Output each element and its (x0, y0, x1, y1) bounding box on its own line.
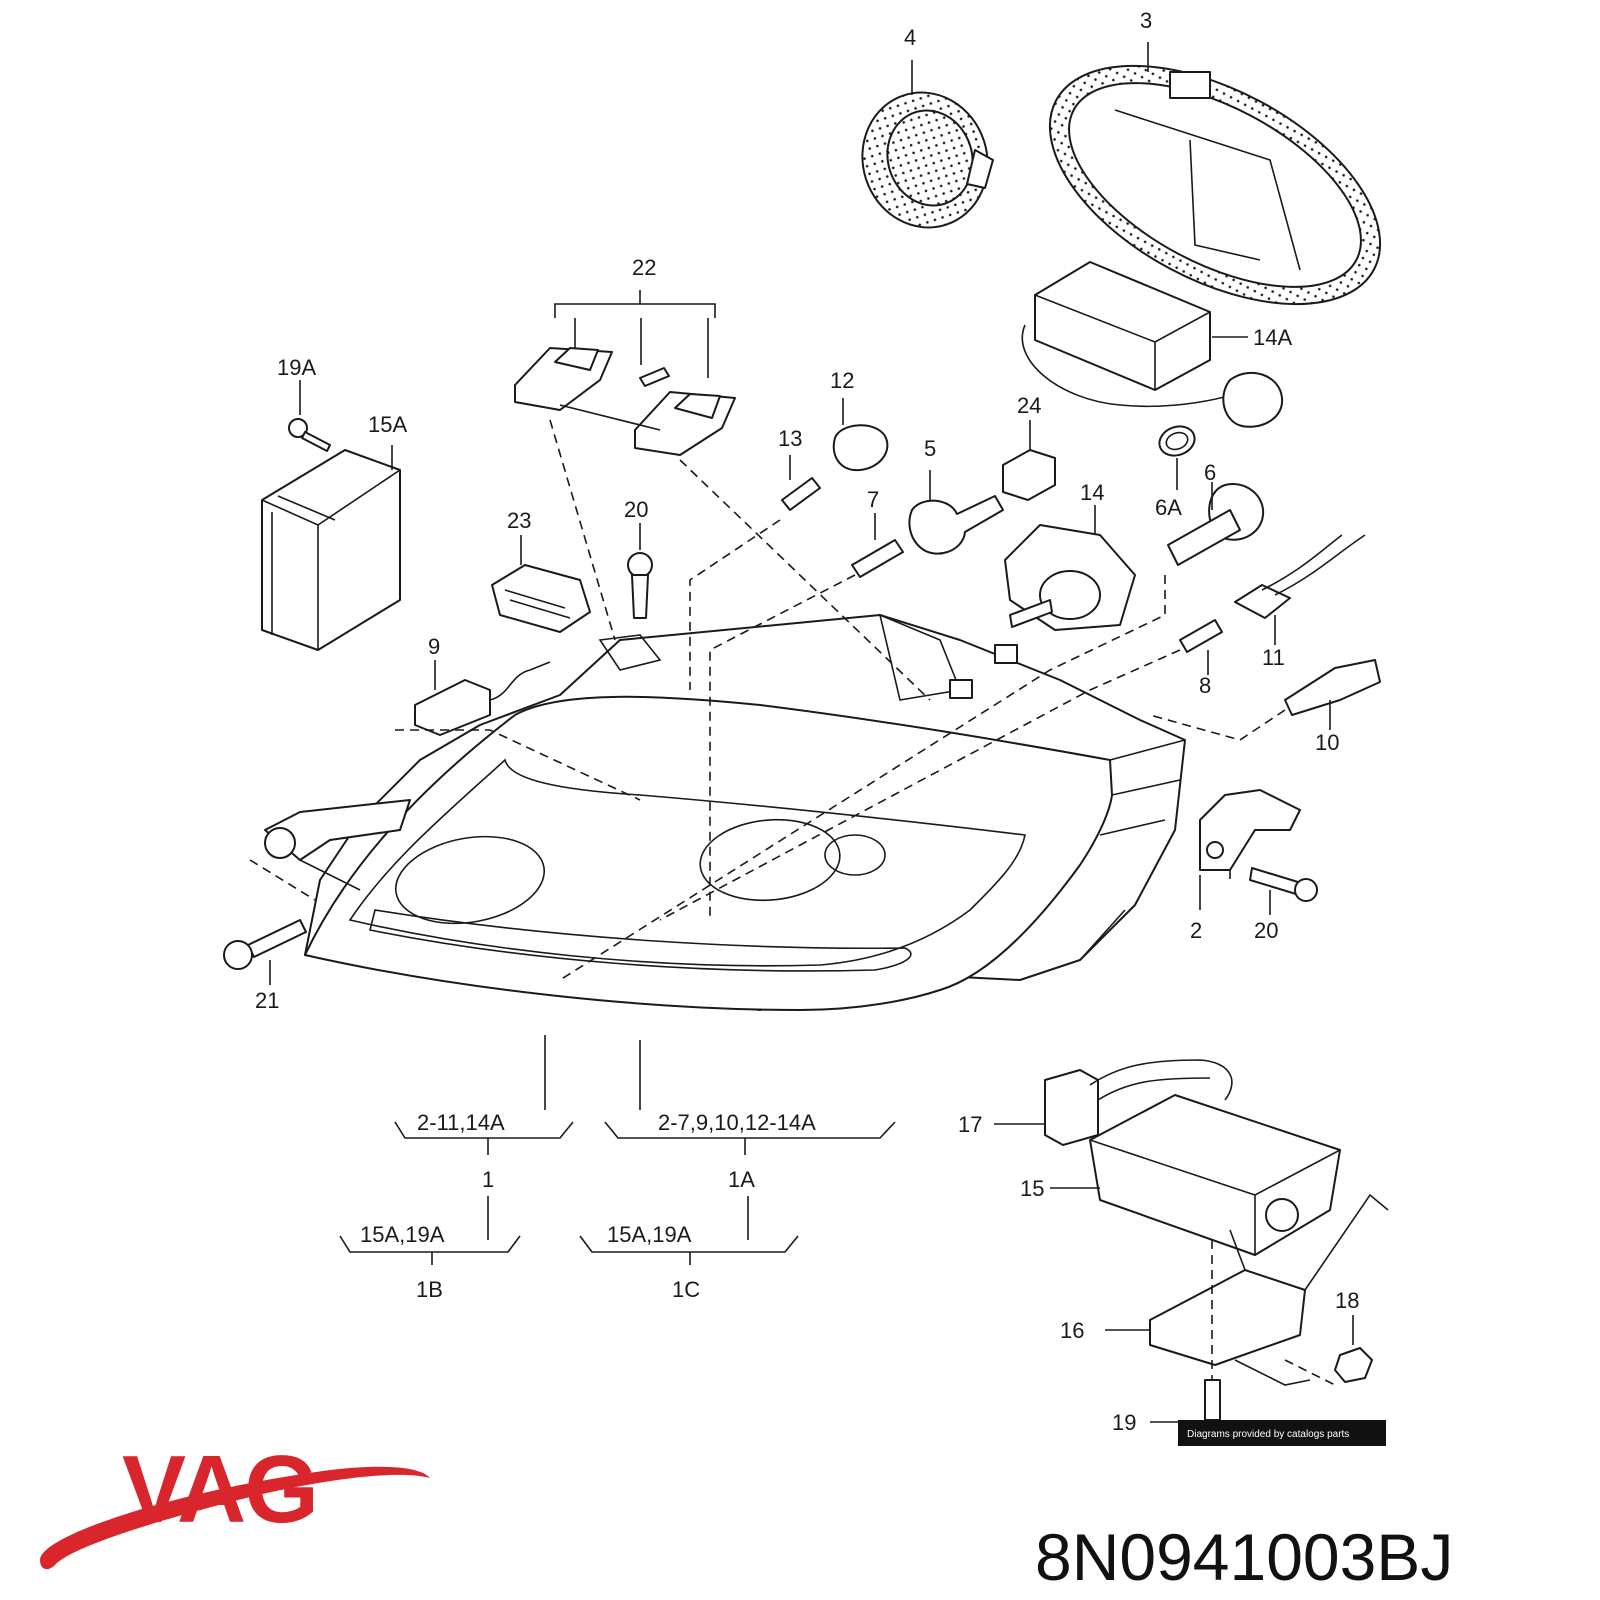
callout-20-lower: 20 (1254, 918, 1278, 943)
part-4-gasket (861, 60, 994, 229)
callout-3: 3 (1140, 8, 1152, 33)
group-1-range: 2-11,14A (417, 1110, 505, 1135)
group-1B-range: 15A,19A (360, 1222, 445, 1247)
callout-13: 13 (778, 426, 802, 451)
callout-labels: 4 3 22 14A 19A 15A 12 13 24 5 6A 6 7 14 … (255, 8, 1359, 1435)
callout-6: 6 (1204, 460, 1216, 485)
part-3-cover (1048, 42, 1382, 306)
callout-15A: 15A (368, 412, 407, 437)
part-number: 8N0941003BJ (1035, 1520, 1453, 1594)
callout-2: 2 (1190, 918, 1202, 943)
callout-20-upper: 20 (624, 497, 648, 522)
watermark-badge: Diagrams provided by catalogs parts (1178, 1420, 1386, 1446)
callout-21: 21 (255, 988, 279, 1013)
part-22-brackets (514, 290, 736, 456)
part-8-bulb (1179, 619, 1223, 675)
callout-23: 23 (507, 508, 531, 533)
group-1B: 1B (416, 1277, 443, 1302)
assembly-group-braces: 2-11,14A 1 15A,19A 1B 2-7,9,10,12-14A 1A… (339, 1110, 896, 1302)
callout-4: 4 (904, 25, 916, 50)
callout-19: 19 (1112, 1410, 1136, 1435)
headlamp-assembly (304, 613, 1186, 1011)
part-2-bracket (1199, 789, 1301, 910)
part-12-bulb-holder (832, 398, 889, 472)
group-1C: 1C (672, 1277, 700, 1302)
callout-22: 22 (632, 255, 656, 280)
part-13-bulb (781, 455, 821, 511)
callout-24: 24 (1017, 393, 1041, 418)
callout-15: 15 (1020, 1176, 1044, 1201)
group-1C-range: 15A,19A (607, 1222, 692, 1247)
headlamp-mount-arm (264, 799, 411, 891)
part-6-bulb (1167, 482, 1265, 566)
part-21-screw (223, 919, 307, 985)
callout-10: 10 (1315, 730, 1339, 755)
part-19-screw (1150, 1379, 1221, 1423)
callout-17: 17 (958, 1112, 982, 1137)
callout-16: 16 (1060, 1318, 1084, 1343)
callout-6A: 6A (1155, 495, 1182, 520)
callout-9: 9 (428, 634, 440, 659)
group-1: 1 (482, 1167, 494, 1192)
callout-5: 5 (924, 436, 936, 461)
part-14A-control-unit (1021, 261, 1284, 428)
callout-12: 12 (830, 368, 854, 393)
vag-logo: VAG (40, 1436, 430, 1570)
part-23-connector (491, 535, 591, 633)
brand-logo-text: VAG (122, 1436, 317, 1543)
part-5-bulb (908, 470, 1004, 555)
part-9-bulb (414, 660, 551, 736)
part-15A-ballast (261, 445, 401, 651)
part-11-wire-connector (1234, 534, 1366, 645)
part-15-ballast (1050, 1094, 1341, 1256)
callout-7: 7 (867, 487, 879, 512)
watermark-text: Diagrams provided by catalogs parts (1187, 1429, 1349, 1440)
callout-18: 18 (1335, 1288, 1359, 1313)
part-7-bulb (851, 513, 904, 578)
callout-19A: 19A (277, 355, 316, 380)
part-18-nut (1334, 1315, 1373, 1383)
callout-11: 11 (1262, 645, 1285, 670)
group-1A-range: 2-7,9,10,12-14A (658, 1110, 816, 1135)
assembly-dashed-lines (249, 419, 1286, 981)
part-19A-screw (288, 380, 331, 452)
callout-8: 8 (1199, 673, 1211, 698)
part-14-motor (1004, 505, 1136, 631)
callout-14A: 14A (1253, 325, 1292, 350)
part-20-screw-lower (1249, 867, 1318, 915)
part-24-connector (1002, 420, 1056, 501)
part-20-screw-upper (627, 523, 653, 619)
part-10-bulb (1284, 659, 1381, 730)
group-1A: 1A (728, 1167, 755, 1192)
callout-14: 14 (1080, 480, 1104, 505)
part-6A-ring (1158, 425, 1196, 490)
